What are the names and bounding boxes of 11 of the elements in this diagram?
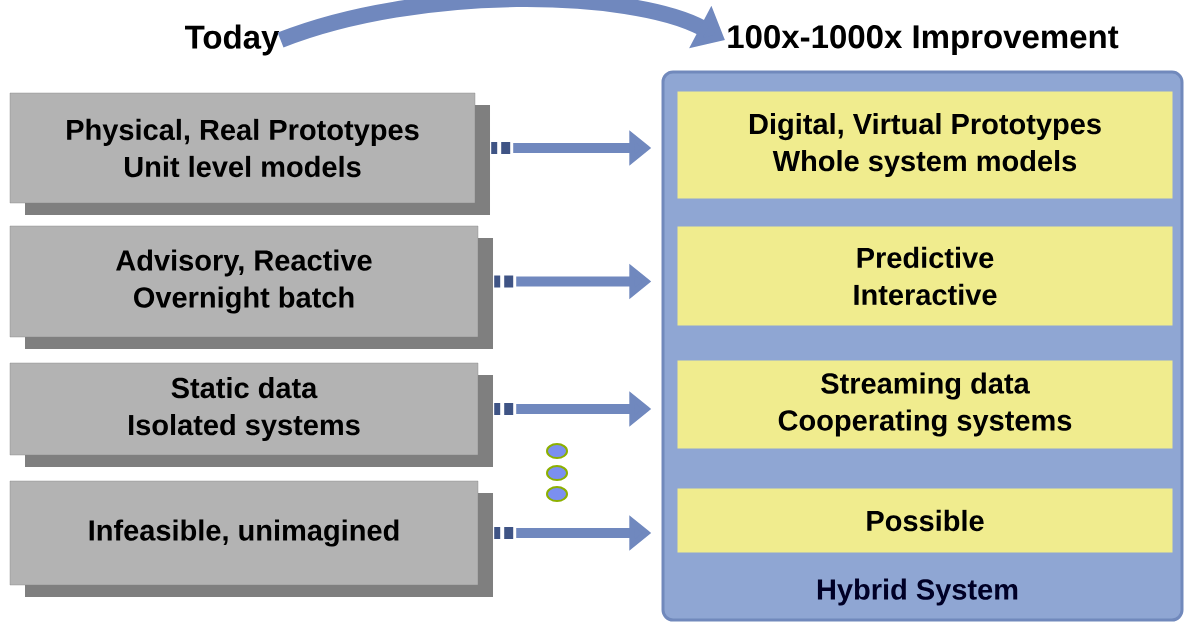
result-box: Possible [677,488,1173,553]
result-box: Streaming data Cooperating systems [677,360,1173,449]
heading: Today [185,24,280,56]
current-state-box: Physical, Real Prototypes Unit level models [9,92,490,215]
current-state-box: Infeasible, unimagined [9,480,493,597]
result-box: Digital, Virtual Prototypes Whole system models [677,91,1173,199]
current-state-box: Advisory, Reactive Overnight batch [9,225,493,349]
heading: 100x-1000x Improvement [728,25,1119,55]
panel-label: Hybrid System [817,578,1018,606]
current-state-box: Static data Isolated systems [9,362,493,467]
result-box: Predictive Interactive [677,226,1173,326]
